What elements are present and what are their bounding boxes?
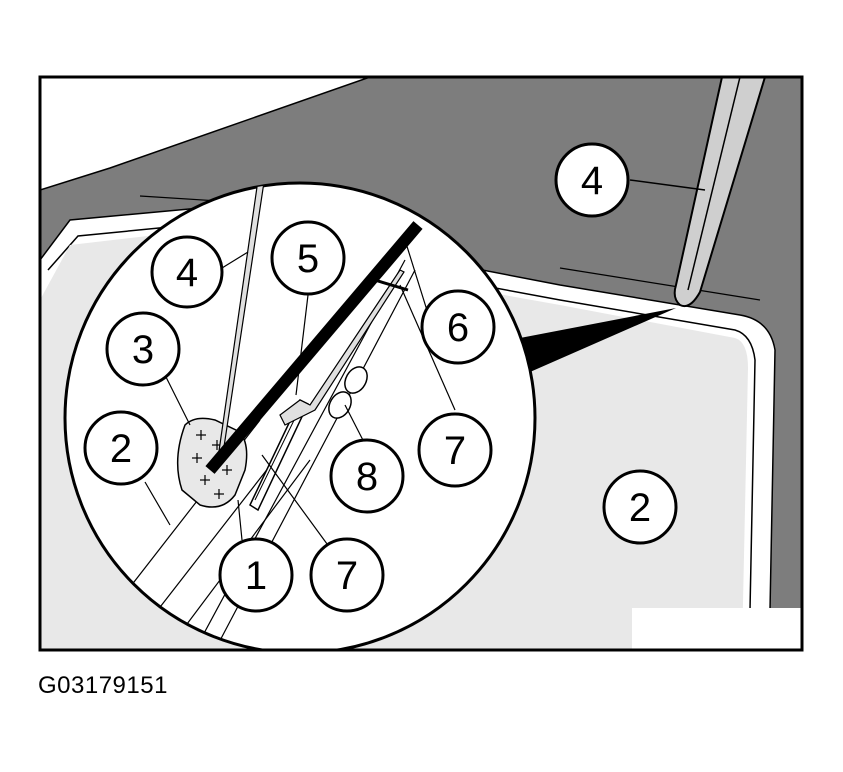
callout-7-lower: 7 [309,537,385,613]
callout-1: 1 [218,537,294,613]
leader-7-lower [261,454,331,549]
callout-label: 8 [356,455,378,499]
leader-4-inner [221,251,249,269]
leader-3 [164,374,191,426]
trim-tool-edge [687,77,741,291]
fastener-oval-2 [328,391,352,419]
leader-4-outer [629,179,706,191]
callout-8: 8 [329,438,405,514]
callout-label: 7 [336,554,358,598]
clip-strip-inner [254,407,301,501]
callout-label: 1 [245,554,267,598]
callout-label: 6 [447,306,469,350]
trim-tool [673,77,767,308]
callout-3: 3 [105,311,181,387]
callout-5: 5 [270,220,346,296]
callout-label: 4 [581,159,603,203]
callout-label: 4 [176,251,198,295]
callout-4-outer: 4 [554,142,630,218]
main-view: 4 2 4 5 6 3 7 2 [40,77,802,650]
corner-label-box [632,608,802,650]
callout-label: 2 [629,486,651,530]
callout-label: 5 [297,237,319,281]
detail-pointer [520,308,676,372]
callout-6: 6 [420,289,496,365]
callout-label: 7 [444,429,466,473]
diagram-border [38,75,804,652]
callout-label: 2 [110,427,132,471]
leader-1 [237,499,243,541]
trim-groove-2 [559,267,761,301]
leader-5 [295,294,309,396]
black-rod [205,221,423,474]
callout-2-inner: 2 [83,410,159,486]
clip-crosses [192,430,232,499]
callout-7-upper: 7 [417,412,493,488]
leader-6 [404,239,431,321]
leader-2-inner [144,481,171,526]
figure-id-label: G03179151 [38,672,168,699]
callout-4-inner: 4 [150,235,224,309]
callout-label: 3 [132,328,154,372]
callout-2-outer: 2 [602,469,678,545]
fastener-oval [344,366,368,394]
